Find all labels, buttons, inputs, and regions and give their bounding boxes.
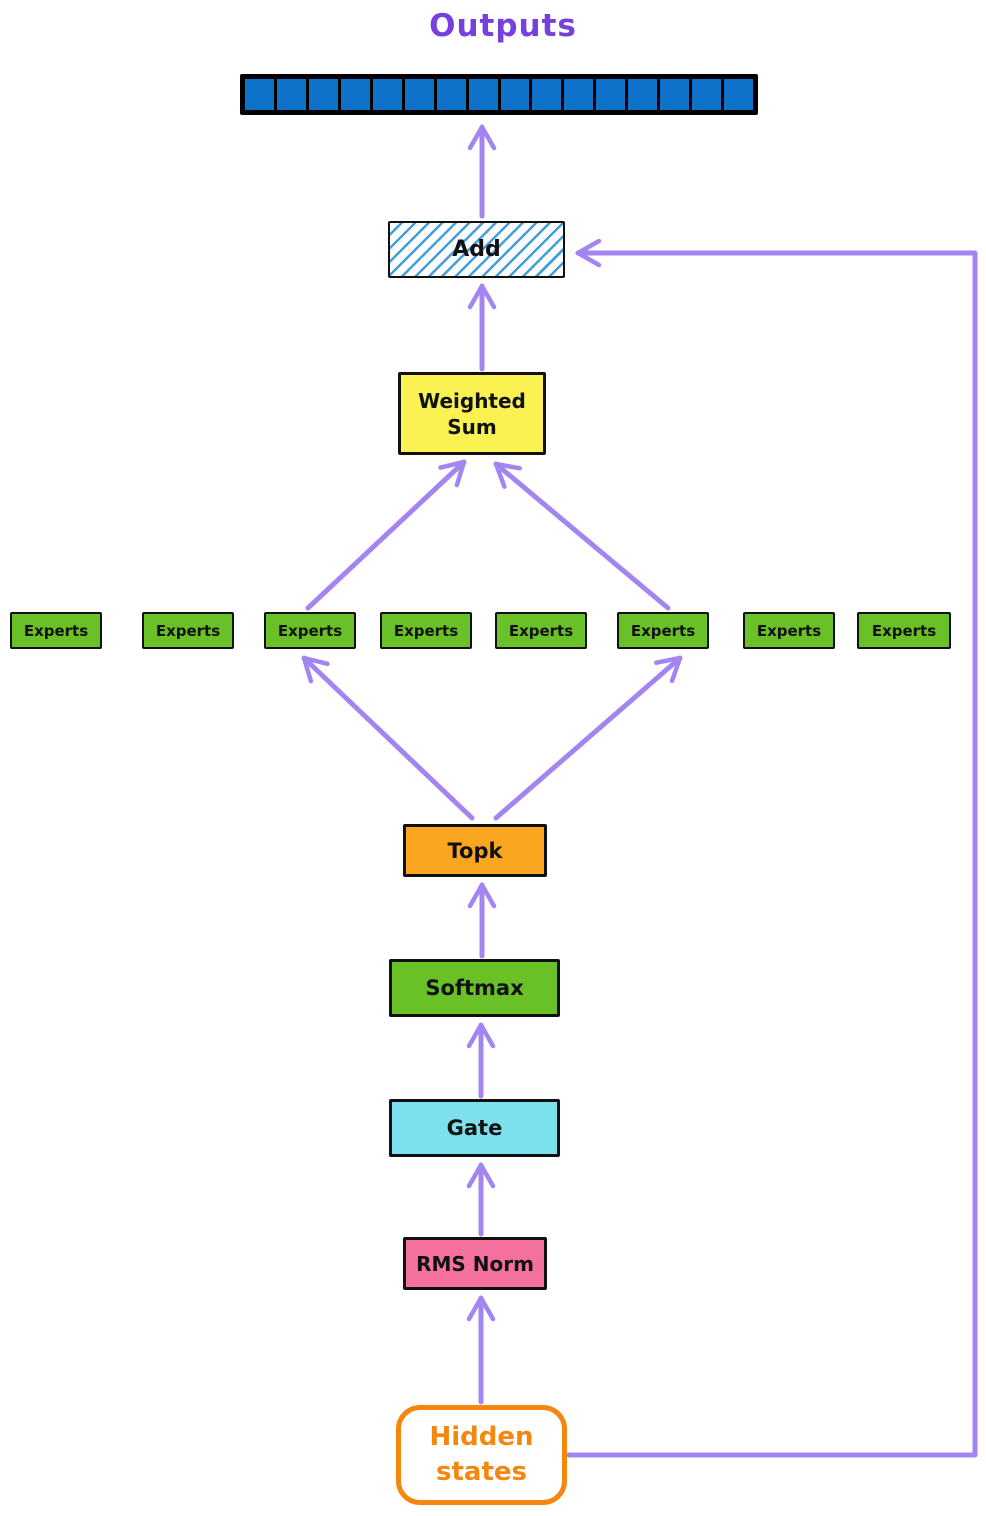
output-token: [660, 79, 690, 110]
arrow-topk-to-expert6: [493, 655, 683, 821]
output-token: [308, 79, 338, 110]
expert-node-4: Experts: [380, 612, 472, 649]
expert-node-6: Experts: [617, 612, 709, 649]
outputs-title: Outputs: [429, 8, 577, 44]
output-token: [276, 79, 306, 110]
rms-norm-label: RMS Norm: [416, 1251, 534, 1276]
expert-label: Experts: [393, 621, 459, 640]
output-token: [372, 79, 402, 110]
expert-node-5: Experts: [495, 612, 587, 649]
expert-label: Experts: [155, 621, 221, 640]
softmax-node: Softmax: [389, 959, 560, 1017]
arrow-expert6-to-weightedsum: [493, 461, 671, 611]
output-token: [340, 79, 370, 110]
weighted-sum-node: Weighted Sum: [398, 372, 546, 455]
gate-node: Gate: [389, 1099, 560, 1157]
expert-node-8: Experts: [857, 612, 951, 649]
arrow-topk-to-expert3: [301, 655, 475, 821]
softmax-label: Softmax: [425, 976, 524, 1000]
hidden-states-label: Hidden states: [429, 1421, 534, 1487]
expert-node-2: Experts: [142, 612, 234, 649]
output-token: [628, 79, 658, 110]
expert-node-3: Experts: [264, 612, 356, 649]
expert-node-7: Experts: [743, 612, 835, 649]
topk-label: Topk: [447, 838, 503, 863]
hidden-states-node: Hidden states: [396, 1405, 567, 1505]
expert-label: Experts: [508, 621, 574, 640]
expert-node-1: Experts: [10, 612, 102, 649]
output-token: [532, 79, 562, 110]
output-token-row: [240, 74, 758, 115]
add-label: Add: [452, 237, 501, 262]
gate-label: Gate: [446, 1116, 503, 1140]
output-token: [596, 79, 626, 110]
weighted-sum-label: Weighted Sum: [418, 388, 526, 439]
add-node: Add: [388, 221, 565, 278]
expert-label: Experts: [871, 621, 937, 640]
expert-label: Experts: [23, 621, 89, 640]
rms-norm-node: RMS Norm: [403, 1237, 547, 1290]
output-token: [692, 79, 722, 110]
output-token: [404, 79, 434, 110]
skip-connection-arrow: [566, 238, 978, 1458]
expert-label: Experts: [277, 621, 343, 640]
output-token: [500, 79, 530, 110]
arrow-expert3-to-weightedsum: [305, 459, 467, 611]
output-token: [564, 79, 594, 110]
output-token: [724, 79, 753, 110]
output-token: [245, 79, 274, 110]
output-token: [436, 79, 466, 110]
expert-label: Experts: [630, 621, 696, 640]
output-token: [468, 79, 498, 110]
topk-node: Topk: [403, 824, 547, 877]
expert-label: Experts: [756, 621, 822, 640]
